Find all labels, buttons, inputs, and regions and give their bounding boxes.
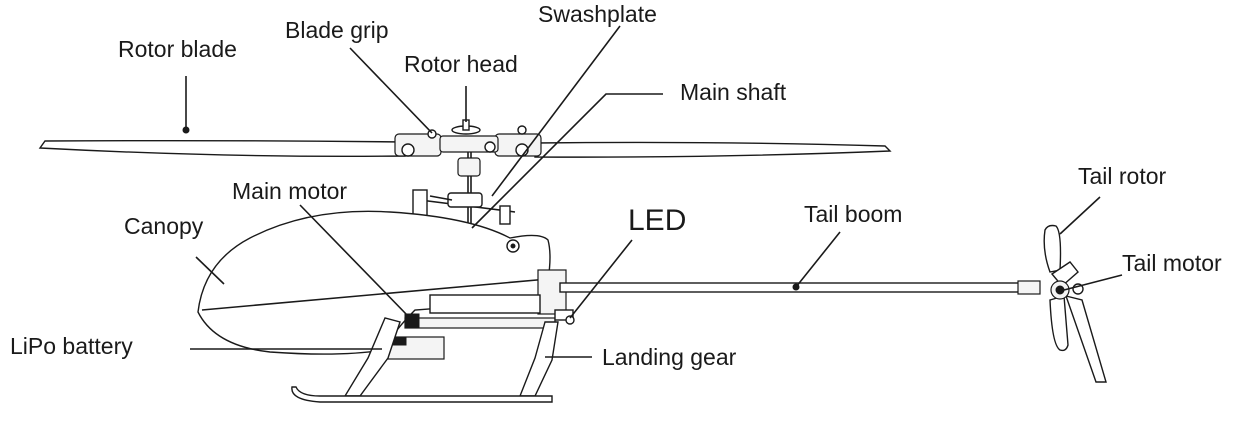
main-gear — [404, 317, 556, 329]
tail-boom — [559, 282, 1021, 293]
label-canopy: Canopy — [124, 213, 204, 239]
label-tail-motor: Tail motor — [1122, 250, 1222, 276]
label-rotor-head: Rotor head — [404, 51, 518, 77]
leader-main-motor — [299, 204, 409, 317]
leader-canopy — [195, 256, 225, 285]
label-swashplate: Swashplate — [538, 1, 657, 27]
part-labels: Rotor blade Blade grip Swashplate Rotor … — [10, 1, 1222, 370]
rotor-blade-right — [534, 141, 892, 158]
tail-rotor-blade-bottom — [1049, 295, 1069, 352]
label-rotor-blade: Rotor blade — [118, 36, 237, 62]
label-tail-rotor: Tail rotor — [1078, 163, 1167, 189]
rotor-head — [439, 135, 499, 153]
label-main-shaft: Main shaft — [680, 79, 787, 105]
label-main-motor: Main motor — [232, 178, 347, 204]
leader-tail-rotor — [1059, 196, 1101, 235]
label-tail-boom: Tail boom — [804, 201, 902, 227]
leader-swashplate — [491, 25, 621, 197]
label-led: LED — [628, 204, 686, 237]
rotor-blade-left — [38, 139, 406, 158]
label-blade-grip: Blade grip — [285, 17, 389, 43]
canopy — [197, 210, 551, 355]
leader-main-shaft — [471, 93, 663, 229]
leader-tail-motor — [1063, 274, 1123, 291]
helicopter-drawing — [38, 119, 1107, 403]
leader-blade-grip — [349, 47, 433, 134]
leader-led — [569, 239, 633, 319]
tail-fin — [1064, 295, 1107, 383]
tail-rotor-blade-top — [1043, 224, 1062, 273]
main-motor — [404, 313, 420, 329]
label-lipo-battery: LiPo battery — [10, 333, 133, 359]
leader-tail-boom — [795, 231, 841, 288]
leader-lines — [182, 25, 1123, 358]
label-landing-gear: Landing gear — [602, 344, 737, 370]
